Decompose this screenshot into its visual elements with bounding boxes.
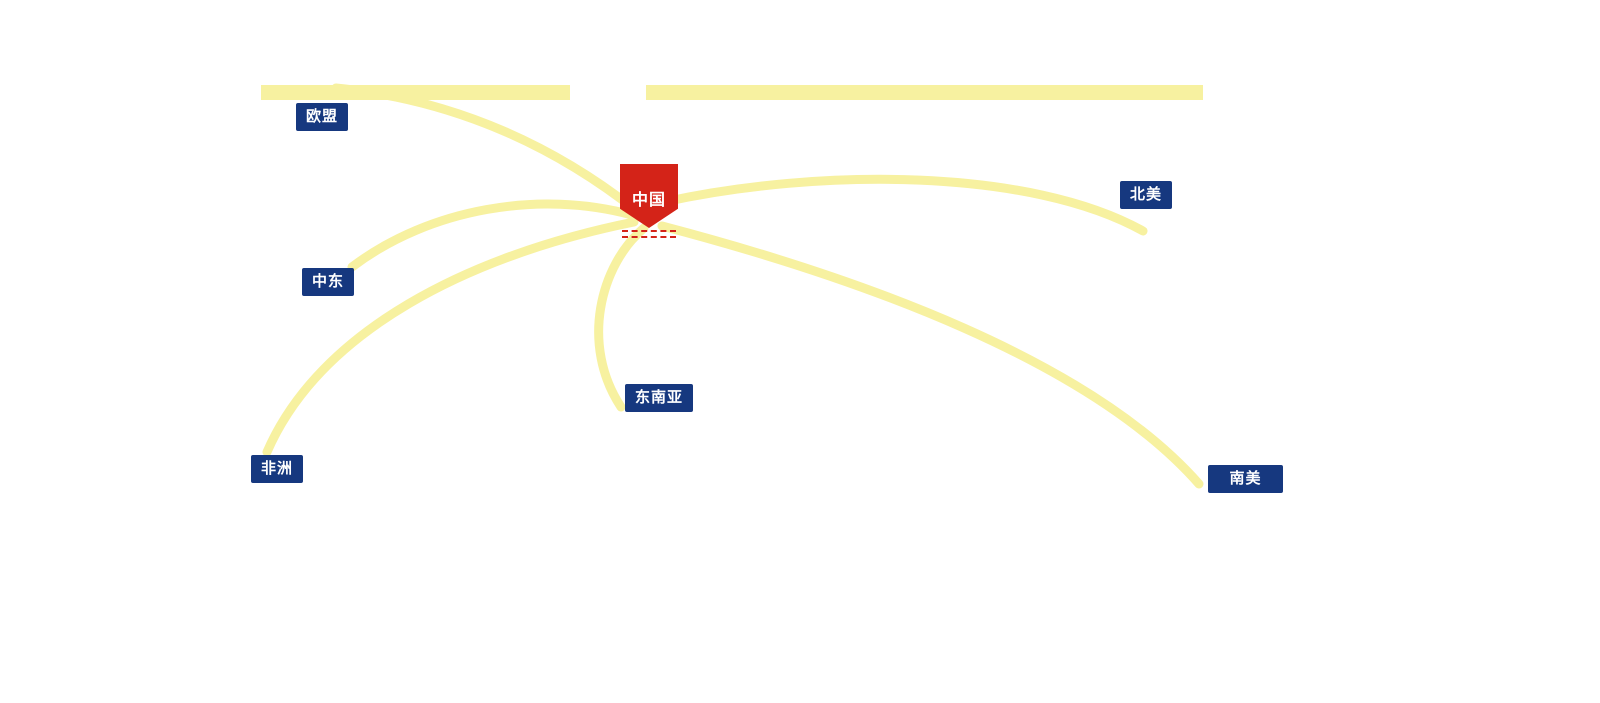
region-label-south-america: 南美 bbox=[1208, 465, 1283, 493]
route-china-south-america bbox=[657, 221, 1204, 489]
top-bar-right-segment bbox=[646, 85, 1203, 100]
region-label-middle-east: 中东 bbox=[302, 268, 355, 296]
route-china-north-america bbox=[659, 174, 1148, 236]
region-label-north-america: 北美 bbox=[1120, 181, 1173, 209]
region-label-southeast-asia: 东南亚 bbox=[625, 384, 694, 412]
china-marker-dash-line bbox=[622, 236, 676, 238]
china-marker-dash-line bbox=[622, 230, 676, 232]
route-china-africa bbox=[262, 217, 639, 457]
route-china-eu bbox=[331, 83, 643, 217]
route-china-middle-east bbox=[347, 199, 637, 272]
china-marker-label: 中国 bbox=[631, 192, 666, 209]
route-china-southeast-asia bbox=[594, 223, 649, 412]
region-label-africa: 非洲 bbox=[251, 455, 304, 483]
region-label-eu: 欧盟 bbox=[296, 103, 349, 131]
